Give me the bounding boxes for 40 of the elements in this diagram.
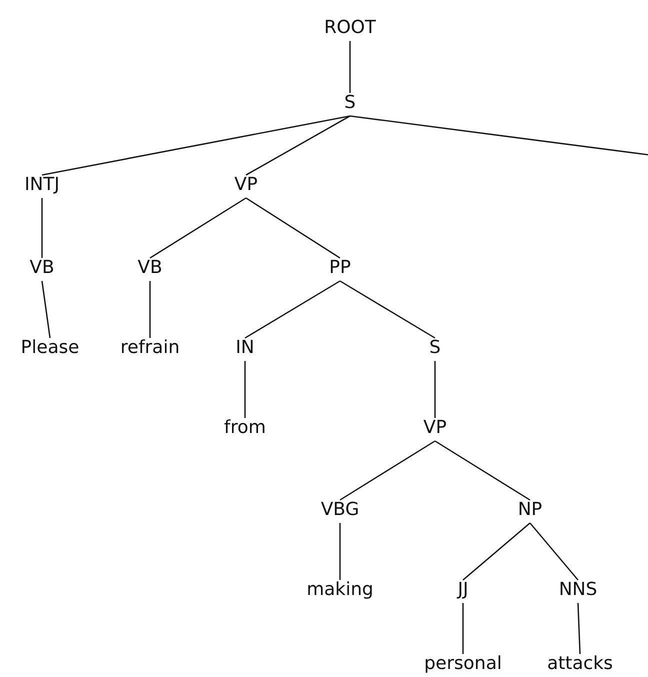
tree-branch [340, 440, 436, 501]
tree-branch [246, 115, 350, 176]
tree-branch [244, 361, 246, 418]
tree-branch [149, 281, 151, 338]
tree-branch [246, 197, 340, 259]
tree-label: INTJ [24, 174, 60, 196]
tree-label: from [224, 417, 266, 439]
tree-branch [340, 280, 436, 339]
tree-branch [462, 603, 464, 654]
tree-branch [339, 523, 341, 580]
tree-label: S [429, 337, 441, 359]
tree-branch [41, 280, 51, 338]
tree-label: S [344, 92, 356, 114]
tree-label: VB [30, 257, 54, 279]
tree-branch [434, 361, 436, 418]
tree-label: Please [20, 337, 80, 359]
tree-label: VP [423, 417, 447, 439]
tree-branch [577, 602, 581, 654]
tree-branch [42, 115, 350, 176]
tree-branch [530, 522, 578, 580]
tree-label: IN [236, 337, 254, 359]
tree-branch [150, 197, 246, 259]
tree-branch [41, 198, 43, 258]
tree-branch [349, 41, 351, 93]
tree-label: attacks [547, 653, 613, 675]
tree-branch [434, 440, 530, 501]
tree-label: JJ [458, 579, 468, 601]
tree-label: making [306, 579, 374, 601]
tree-label: NNS [558, 579, 598, 601]
tree-branch [244, 280, 340, 339]
tree-label: NP [518, 499, 542, 521]
tree-label: VBG [320, 499, 360, 521]
tree-label: ROOT [324, 17, 376, 39]
tree-label: personal [424, 653, 502, 675]
tree-branch [462, 522, 530, 580]
tree-label: PP [329, 257, 351, 279]
tree-label: VB [138, 257, 162, 279]
tree-label: VP [234, 174, 258, 196]
tree-label: refrain [120, 337, 180, 359]
tree-branch [350, 115, 648, 156]
